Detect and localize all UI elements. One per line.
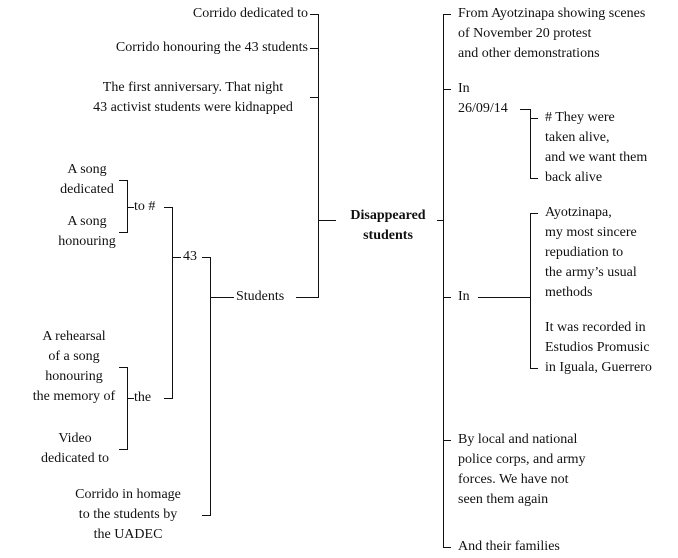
node-first-anniversary: The first anniversary. That night 43 act… <box>93 80 293 115</box>
node-corrido-homage: Corrido in homage to the students by the… <box>75 487 181 542</box>
node-repudiation: Ayotzinapa, my most sincere repudiation … <box>545 205 637 300</box>
bracket-f-tick-3 <box>443 297 451 298</box>
bracket-c-vertical <box>172 207 173 399</box>
node-43: 43 <box>183 249 197 264</box>
bracket-c-connector <box>173 257 181 258</box>
bracket-c-tick-bottom <box>164 398 172 399</box>
bracket-f-tick-2 <box>443 89 451 90</box>
node-families: And their families <box>458 539 560 554</box>
bracket-e-tick-2 <box>310 48 318 49</box>
node-students: Students <box>236 289 285 304</box>
bracket-b-tick-top <box>119 367 127 368</box>
bracket-d-tick-top <box>202 257 210 258</box>
bracket-f-vertical <box>443 14 444 548</box>
node-the: the <box>134 390 152 405</box>
bracket-a-tick-top <box>119 180 127 181</box>
bracket-f-tick-4 <box>443 440 451 441</box>
bracket-b-vertical <box>127 367 128 450</box>
node-to-hash: to # <box>134 199 156 214</box>
bracket-b-connector <box>128 398 134 399</box>
node-rehearsal: A rehearsal of a song honouring the memo… <box>32 329 116 404</box>
bracket-h-tick-bottom <box>530 368 538 369</box>
bracket-c-tick-top <box>164 207 172 208</box>
center-connector-left <box>319 220 336 221</box>
center-connector-right <box>437 220 443 221</box>
node-recorded: It was recorded in Estudios Promusic in … <box>545 320 652 375</box>
node-corrido-dedicated: Corrido dedicated to <box>192 6 308 21</box>
bracket-g-tick-bottom <box>530 178 538 179</box>
node-from-ayotzinapa: From Ayotzinapa showing scenes of Novemb… <box>458 6 646 61</box>
bracket-a-tick-bottom <box>119 232 127 233</box>
node-in-date: In 26/09/14 <box>458 81 508 116</box>
node-video-dedicated: Video dedicated to <box>40 431 110 466</box>
bracket-d-connector <box>211 297 234 298</box>
bracket-f-tick-1 <box>443 14 451 15</box>
bracket-b-tick-bottom <box>119 449 127 450</box>
bracket-e-vertical <box>318 14 319 298</box>
bracket-g-connector <box>520 109 531 110</box>
students-connector <box>296 297 318 298</box>
bracket-g-tick-top <box>530 118 538 119</box>
bracket-h-connector <box>478 297 531 298</box>
bracket-h-tick-top <box>530 213 538 214</box>
bracket-a-connector <box>128 207 134 208</box>
bracket-d-tick-bottom <box>202 515 210 516</box>
bracket-e-tick-1 <box>310 14 318 15</box>
node-quote-alive: # They were taken alive, and we want the… <box>545 110 648 185</box>
bracket-f-tick-5 <box>443 547 451 548</box>
bracket-h-vertical <box>530 213 531 369</box>
bracket-a-vertical <box>127 180 128 233</box>
node-in: In <box>458 289 470 304</box>
node-song-honouring: A song honouring <box>58 214 116 249</box>
bracket-d-vertical <box>210 257 211 516</box>
node-song-dedicated: A song dedicated <box>60 162 114 197</box>
bracket-e-tick-3 <box>310 97 318 98</box>
node-by-police: By local and national police corps, and … <box>458 432 586 507</box>
bracket-g-vertical <box>530 109 531 179</box>
node-corrido-honouring: Corrido honouring the 43 students <box>115 40 308 55</box>
node-disappeared-students: Disappeared students <box>350 208 426 243</box>
